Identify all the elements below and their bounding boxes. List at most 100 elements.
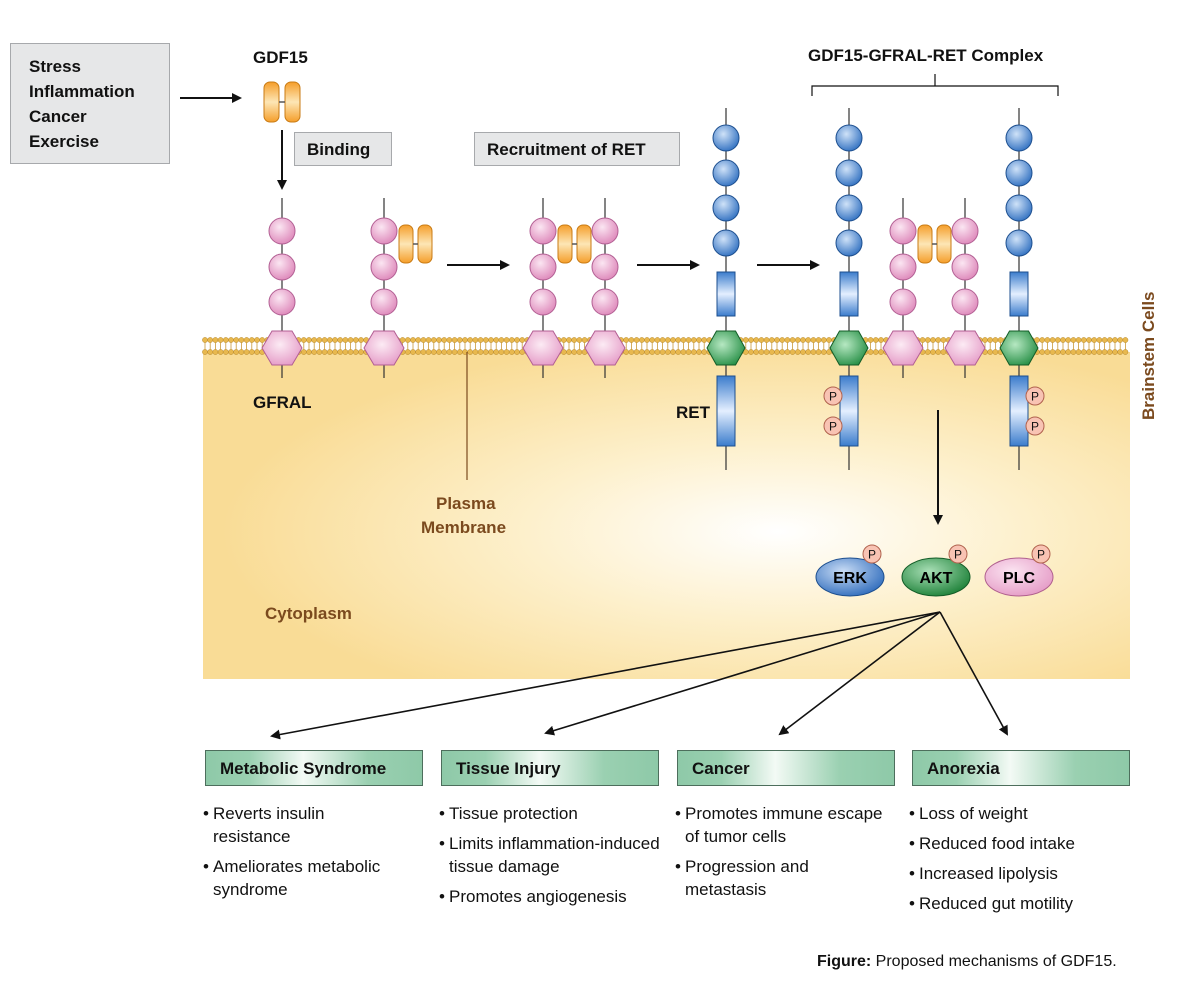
kinase-erk-label: ERK (833, 570, 867, 587)
complex-bracket (811, 74, 1059, 96)
gfral-domain (591, 253, 619, 281)
phospho-label: P (1037, 548, 1045, 562)
effect-arrow-anorexia (939, 611, 1008, 736)
gfral-domain (529, 253, 557, 281)
ret-cadherin-domain (835, 229, 863, 257)
figure-caption: Figure: Proposed mechanisms of GDF15. (817, 953, 1117, 971)
phospho-marker (1025, 416, 1045, 436)
effect-item: Limits inflammation-induced tissue damag… (439, 832, 664, 878)
effect-arrow-tissue (544, 611, 941, 736)
effect-box-metabolic: Metabolic Syndrome (205, 750, 423, 786)
ret-crd-domain (839, 271, 859, 317)
ret-cadherin-domain (1005, 159, 1033, 187)
phospho-label: P (954, 548, 962, 562)
gfral-domain (591, 288, 619, 316)
effect-item: Loss of weight (909, 802, 1137, 825)
gfral-domain (889, 217, 917, 245)
ret-receptor (706, 108, 746, 470)
complex-label: GDF15-GFRAL-RET Complex (808, 46, 1044, 65)
gfral-domain (370, 217, 398, 245)
gfral-domain (529, 217, 557, 245)
effect-item: Promotes angiogenesis (439, 885, 667, 908)
gfral-receptor (363, 198, 405, 378)
gfral-domain (951, 253, 979, 281)
membrane-label: Membrane (421, 518, 507, 537)
gfral-domain (370, 288, 398, 316)
brainstem-label: Brainstem Cells (1139, 291, 1158, 421)
effect-list-cancer: Promotes immune escape of tumor cells Pr… (675, 802, 903, 908)
effect-list-metabolic: Reverts insulin resistance Ameliorates m… (203, 802, 431, 908)
plasma-label: Plasma (436, 494, 496, 513)
ret-receptor: PP (823, 108, 869, 470)
gfral-domain (889, 288, 917, 316)
caption-prefix: Figure: (817, 953, 872, 970)
ret-transmembrane (706, 330, 746, 366)
gfral-transmembrane (944, 330, 986, 366)
gfral-receptor (261, 198, 303, 378)
gfral-domain (529, 288, 557, 316)
ret-cadherin-domain (835, 124, 863, 152)
ret-cadherin-domain (835, 194, 863, 222)
phospho-marker (1025, 386, 1045, 406)
phospho-label: P (868, 548, 876, 562)
effect-item: Ameliorates metabolic syndrome (203, 855, 423, 901)
stimulus-item: Cancer (29, 107, 87, 126)
phospho-marker (862, 544, 882, 564)
effect-item: Increased lipolysis (909, 862, 1137, 885)
effect-item: Promotes immune escape of tumor cells (675, 802, 885, 848)
gdf15-dimer-bound (917, 224, 952, 264)
ret-receptor: PP (999, 108, 1045, 470)
stimulus-item: Exercise (29, 132, 99, 151)
gdf15-dimer-bound (398, 224, 433, 264)
gfral-transmembrane (522, 330, 564, 366)
gfral-transmembrane (882, 330, 924, 366)
effect-list-anorexia: Loss of weight Reduced food intake Incre… (909, 802, 1137, 922)
ret-kinase-domain (839, 375, 859, 447)
gdf15-label: GDF15 (253, 48, 308, 67)
ret-crd-domain (1009, 271, 1029, 317)
gfral-receptor (944, 198, 986, 378)
effect-item: Tissue protection (439, 802, 667, 825)
ret-transmembrane (829, 330, 869, 366)
gfral-receptor (584, 198, 626, 378)
gfral-transmembrane (363, 330, 405, 366)
ret-label: RET (676, 403, 710, 422)
phospho-marker (823, 416, 843, 436)
ret-cadherin-domain (1005, 229, 1033, 257)
cytoplasm-region (203, 352, 1130, 679)
gdf15-dimer-bound (557, 224, 592, 264)
effect-item: Reduced food intake (909, 832, 1137, 855)
gfral-domain (951, 288, 979, 316)
ret-cadherin-domain (712, 229, 740, 257)
ret-cadherin-domain (712, 124, 740, 152)
gfral-domain (370, 253, 398, 281)
binding-label: Binding (294, 132, 392, 166)
gfral-transmembrane (584, 330, 626, 366)
phospho-label: P (829, 390, 837, 404)
recruitment-label: Recruitment of RET (474, 132, 680, 166)
phospho-marker (948, 544, 968, 564)
effect-list-tissue: Tissue protection Limits inflammation-in… (439, 802, 667, 915)
ret-cadherin-domain (1005, 194, 1033, 222)
stimulus-item: Inflammation (29, 82, 135, 101)
phospho-label: P (829, 420, 837, 434)
gfral-domain (268, 217, 296, 245)
gfral-receptor (882, 198, 924, 378)
effect-box-cancer: Cancer (677, 750, 895, 786)
gfral-domain (889, 253, 917, 281)
ret-cadherin-domain (712, 194, 740, 222)
effect-item: Reverts insulin resistance (203, 802, 373, 848)
plasma-membrane (202, 337, 1129, 355)
gfral-domain (951, 217, 979, 245)
gfral-label: GFRAL (253, 393, 312, 412)
effect-arrow-cancer (778, 611, 941, 736)
kinase-plc-label: PLC (1003, 570, 1035, 587)
effect-item: Reduced gut motility (909, 892, 1137, 915)
effect-arrow-metabolic (270, 611, 941, 740)
ret-transmembrane (999, 330, 1039, 366)
phospho-marker (1031, 544, 1051, 564)
effect-box-anorexia: Anorexia (912, 750, 1130, 786)
ret-crd-domain (716, 271, 736, 317)
